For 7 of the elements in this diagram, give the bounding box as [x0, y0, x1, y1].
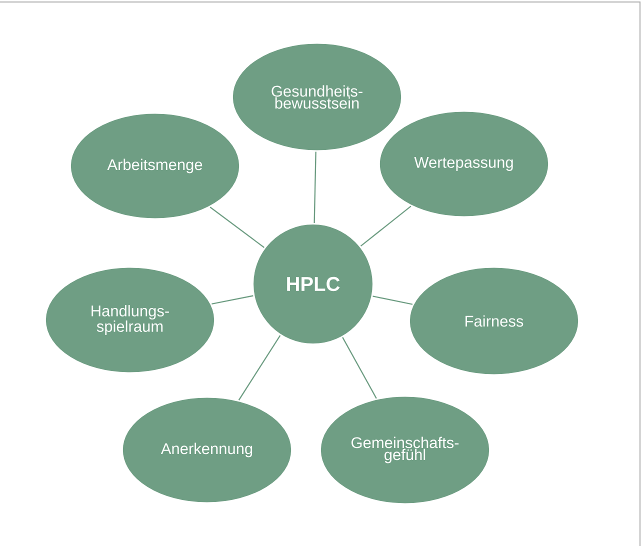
connector-line: [212, 295, 254, 305]
connector-line: [360, 206, 412, 247]
connector-line: [372, 296, 413, 305]
connector-line: [210, 206, 264, 248]
connector-line: [314, 152, 316, 224]
connector-line: [342, 337, 377, 399]
connector-line: [238, 335, 281, 400]
